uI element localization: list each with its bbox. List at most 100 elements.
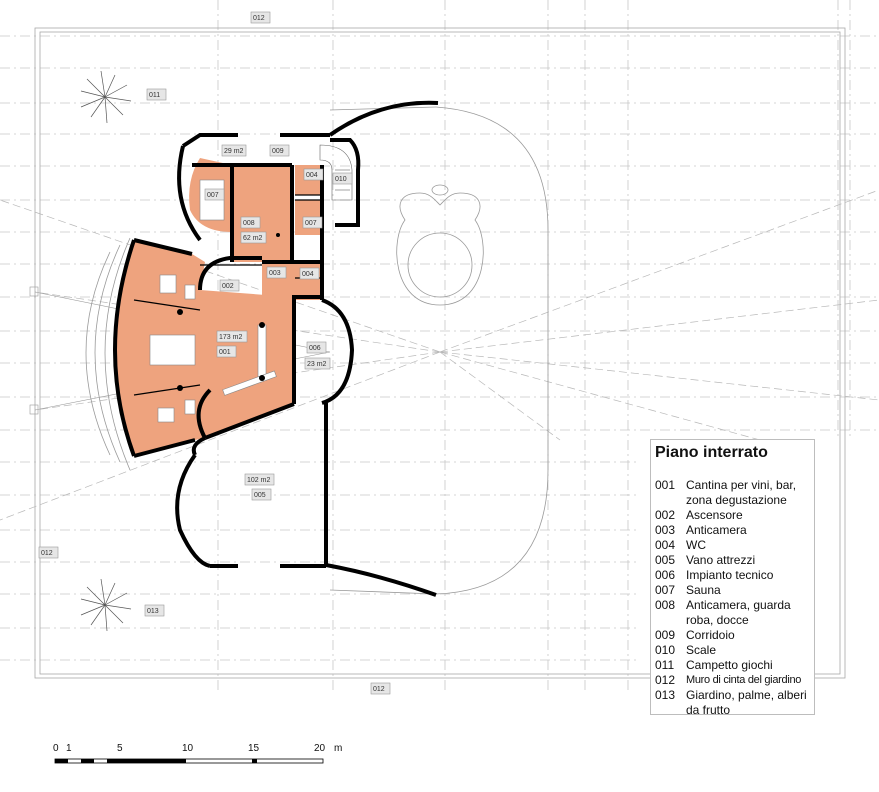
- tag-004-b: 004: [299, 267, 320, 280]
- svg-text:62 m2: 62 m2: [243, 235, 263, 242]
- tag-009: 009: [269, 144, 290, 157]
- tag-008-area: 62 m2: [240, 231, 267, 244]
- tag-008: 008: [240, 216, 261, 229]
- tag-003: 003: [266, 266, 287, 279]
- legend-code: 007: [655, 583, 676, 597]
- legend-code: 013: [655, 688, 676, 702]
- svg-text:004: 004: [302, 271, 314, 278]
- legend-label: Corridoio: [686, 628, 735, 642]
- legend-label: Muro di cinta del giardino: [686, 674, 802, 686]
- legend-item: 009 Corridoio: [655, 628, 814, 643]
- staircase: [319, 144, 353, 201]
- legend-label: Sauna: [686, 583, 721, 597]
- room-tags: 012 011 29 m2 009 004 010 007 008 007 62…: [38, 11, 391, 695]
- legend-label: Giardino, palme, alberi da frutto: [686, 688, 807, 717]
- svg-text:009: 009: [272, 148, 284, 155]
- legend-item: 002 Ascensore: [655, 508, 814, 523]
- legend-code: 012: [655, 673, 676, 687]
- legend-label: Campetto giochi: [686, 658, 773, 672]
- scale-bar: 0 1 5 10 15 20 m: [53, 743, 342, 764]
- legend-label: Impianto tecnico: [686, 568, 774, 582]
- tag-012-left: 012: [38, 546, 59, 559]
- legend-item: 013 Giardino, palme, alberi da frutto: [655, 688, 814, 718]
- svg-text:012: 012: [41, 550, 53, 557]
- legend-item: 007 Sauna: [655, 583, 814, 598]
- legend-code: 003: [655, 523, 676, 537]
- legend-item: 008 Anticamera, guarda roba, docce: [655, 598, 814, 628]
- tag-013: 013: [144, 604, 165, 617]
- svg-text:011: 011: [149, 92, 160, 99]
- tag-001-area: 173 m2: [216, 330, 248, 343]
- svg-text:23 m2: 23 m2: [307, 361, 327, 368]
- legend-label: Ascensore: [686, 508, 743, 522]
- svg-text:013: 013: [147, 608, 159, 615]
- tag-007-a: 007: [204, 188, 225, 201]
- legend-label: Scale: [686, 643, 717, 657]
- garden-boundary-wall: [34, 27, 846, 679]
- legend-item: 001 Cantina per vini, bar, zona degustazi…: [655, 478, 814, 508]
- walls: [113, 100, 439, 597]
- legend-code: 002: [655, 508, 676, 522]
- svg-text:5: 5: [117, 743, 123, 754]
- legend-code: 004: [655, 538, 676, 552]
- legend-code: 006: [655, 568, 676, 582]
- legend-code: 009: [655, 628, 676, 642]
- svg-text:102 m2: 102 m2: [247, 477, 270, 484]
- legend-item: 006 Impianto tecnico: [655, 568, 814, 583]
- svg-text:007: 007: [305, 220, 317, 227]
- palm-tree-icon: [80, 70, 132, 124]
- svg-text:20: 20: [314, 743, 326, 754]
- tag-010: 010: [332, 172, 353, 185]
- palm-tree-icon: [80, 578, 132, 632]
- tag-012-bottom: 012: [370, 682, 391, 695]
- legend-item: 003 Anticamera: [655, 523, 814, 538]
- legend-label: WC: [686, 538, 706, 552]
- legend-label: Vano attrezzi: [686, 553, 756, 567]
- tag-002: 002: [219, 279, 240, 292]
- tag-009-area: 29 m2: [221, 144, 247, 157]
- tag-011: 011: [146, 88, 167, 101]
- svg-text:007: 007: [207, 192, 219, 199]
- legend-item: 012 Muro di cinta del giardino: [655, 673, 814, 688]
- svg-text:006: 006: [309, 345, 321, 352]
- legend-box: Piano interrato 001 Cantina per vini, bar…: [650, 439, 815, 718]
- svg-text:10: 10: [182, 743, 194, 754]
- svg-text:003: 003: [269, 270, 281, 277]
- legend-item: 005 Vano attrezzi: [655, 553, 814, 568]
- svg-text:1: 1: [66, 743, 72, 754]
- tag-006: 006: [306, 341, 327, 354]
- legend-code: 010: [655, 643, 676, 657]
- legend-label: Anticamera, guarda roba, docce: [686, 598, 791, 627]
- svg-text:002: 002: [222, 283, 234, 290]
- legend-item: 011 Campetto giochi: [655, 658, 814, 673]
- columns: [177, 233, 280, 391]
- svg-text:29 m2: 29 m2: [224, 148, 244, 155]
- legend-code: 001: [655, 478, 676, 492]
- tag-004-a: 004: [303, 168, 324, 181]
- legend-item: 004 WC: [655, 538, 814, 553]
- svg-text:15: 15: [248, 743, 260, 754]
- legend-code: 005: [655, 553, 676, 567]
- svg-text:173 m2: 173 m2: [219, 334, 242, 341]
- legend-code: 008: [655, 598, 676, 612]
- legend-label: Anticamera: [686, 523, 747, 537]
- svg-text:0: 0: [53, 743, 59, 754]
- svg-text:001: 001: [219, 349, 231, 356]
- legend-title: Piano interrato: [655, 444, 768, 461]
- svg-text:012: 012: [253, 15, 265, 22]
- legend-item: 010 Scale: [655, 643, 814, 658]
- svg-text:005: 005: [254, 492, 266, 499]
- legend-label: Cantina per vini, bar, zona degustazione: [686, 478, 797, 507]
- svg-text:008: 008: [243, 220, 255, 227]
- court-outline: [85, 106, 549, 595]
- svg-text:012: 012: [373, 686, 385, 693]
- svg-text:010: 010: [335, 176, 347, 183]
- tag-006-area: 23 m2: [304, 357, 331, 370]
- tag-001: 001: [216, 345, 237, 358]
- tag-007-b: 007: [302, 216, 323, 229]
- svg-text:004: 004: [306, 172, 318, 179]
- legend-code: 011: [655, 658, 675, 672]
- svg-text:m: m: [334, 743, 342, 754]
- tag-012-top: 012: [250, 11, 271, 24]
